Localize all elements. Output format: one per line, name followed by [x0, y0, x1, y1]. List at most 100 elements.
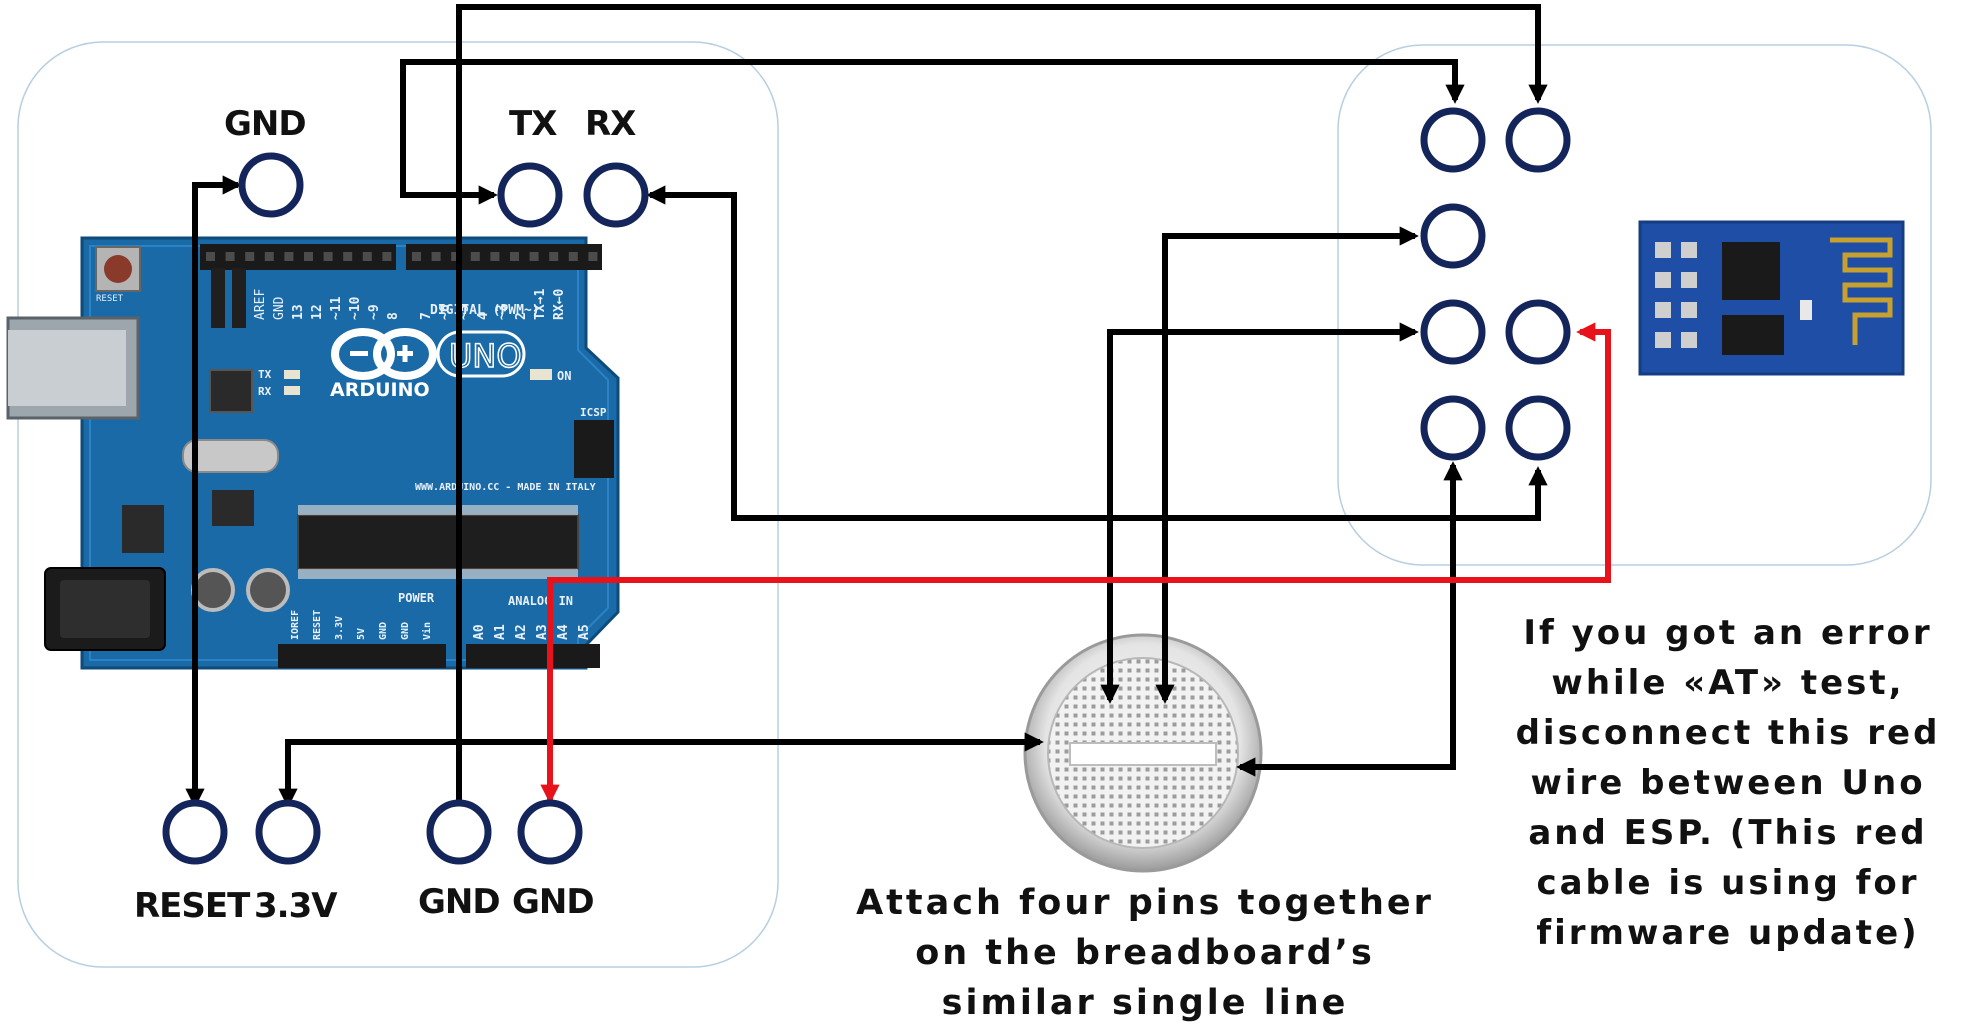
board-power-pin-label: IOREF — [290, 610, 301, 640]
esp-header-pin — [1655, 302, 1671, 318]
board-rx-led-label: RX — [258, 385, 272, 398]
board-digital-pin-label: 7 — [419, 312, 434, 320]
board-tx-led-label: TX — [258, 368, 272, 381]
board-brand-label: ARDUINO — [330, 379, 430, 401]
esp-pin-5 — [1505, 299, 1571, 365]
uno-pin-rx — [583, 162, 649, 228]
header-pin-hole — [206, 252, 215, 261]
header-pin-hole — [412, 252, 421, 261]
header-pin-hole — [529, 252, 539, 261]
header-pin-hole — [568, 252, 578, 261]
uno-reset-label: RESET — [134, 886, 250, 926]
board-digital-pin-label: TX→1 — [533, 289, 548, 320]
header-pin-hole — [343, 252, 353, 261]
board-power-pin-label: RESET — [312, 610, 323, 640]
esp-header-pin — [1681, 272, 1697, 288]
board-on-label: ON — [557, 369, 571, 383]
header-pin-hole — [225, 252, 235, 261]
esp-header-pin — [1681, 332, 1697, 348]
header-pin-hole — [264, 252, 274, 261]
esp-antenna — [1830, 237, 1893, 345]
uno-pin-gnd-bottom-2 — [517, 799, 583, 865]
header-pin-hole — [284, 252, 294, 261]
usb-chip — [209, 369, 253, 413]
uno-pin-tx — [497, 162, 563, 228]
wires — [185, 4, 1611, 808]
breadboard-channel — [1069, 742, 1217, 766]
esp-header-pin — [1655, 272, 1671, 288]
uno-pin-3v3 — [255, 799, 321, 865]
header-pin-hole — [490, 252, 500, 261]
uno-pin-reset — [162, 799, 228, 865]
header-pin-hole — [588, 252, 598, 261]
board-digital-pin-label: 13 — [291, 304, 306, 320]
wire-gnd-to-esp — [456, 4, 1548, 804]
capacitor — [246, 568, 290, 612]
board-website-label: WWW.ARDUINO.CC - MADE IN ITALY — [415, 482, 596, 493]
uno-rx-label: RX — [585, 104, 636, 144]
esp-pin-4 — [1420, 299, 1486, 365]
esp-header-pin — [1655, 242, 1671, 258]
board-analog-pin-label: A1 — [493, 624, 508, 640]
uno-tx-label: TX — [509, 104, 557, 144]
board-aref-label: AREF — [253, 289, 268, 320]
esp-pin-1 — [1420, 107, 1486, 173]
board-digital-label: DIGITAL (PWM~) — [430, 303, 540, 318]
error-note-line: cable is using for — [1536, 863, 1920, 903]
board-digital-pin-label: ~6 — [438, 304, 453, 320]
uno-pin-gnd-bottom-1 — [426, 799, 492, 865]
board-analog-pin-label: A2 — [514, 624, 529, 640]
esp-pin-6 — [1420, 395, 1486, 461]
board-icsp-label: ICSP — [580, 406, 607, 419]
uno-gnd-top-label: GND — [224, 104, 307, 144]
esp-header-pin — [1655, 332, 1671, 348]
board-digital-pin-label: ~10 — [348, 296, 363, 320]
header-pin-hole — [382, 252, 392, 261]
uno-pin-gnd-top — [238, 152, 304, 218]
board-power-pin-label: GND — [378, 622, 389, 640]
board-digital-pin-label: 2 — [514, 312, 529, 320]
header-pin-hole — [451, 252, 461, 261]
wire-esp-tx-to-uno-tx — [400, 59, 1465, 205]
esp-pin-3 — [1420, 203, 1486, 269]
capacitor — [191, 568, 235, 612]
uno-3v3-label: 3.3V — [254, 886, 338, 926]
uno-badge — [436, 330, 526, 378]
header-pin-hole — [431, 252, 441, 261]
header-pin-hole — [362, 252, 372, 261]
board-power-pin-label: 3.3V — [334, 616, 345, 640]
board-digital-pin-label: 12 — [310, 304, 325, 320]
board-digital-pin-label: 8 — [386, 312, 401, 320]
analog-header — [466, 644, 600, 668]
error-note-line: disconnect this red — [1515, 713, 1941, 753]
board-power-pin-label: Vin — [421, 622, 433, 640]
breadboard — [1023, 633, 1263, 873]
esp-header-pin — [1681, 242, 1697, 258]
board-digital-pin-label: ~3 — [495, 304, 510, 320]
power-header — [278, 644, 446, 668]
error-note: If you got an error while «AT» test, dis… — [1488, 608, 1968, 958]
wire-reset-to-gnd — [185, 175, 242, 808]
board-power-label: POWER — [398, 591, 435, 605]
board-power-pin-label: 5V — [356, 628, 367, 640]
header-pin-hole — [549, 252, 559, 261]
header-pin-hole — [323, 252, 333, 261]
wire-3v3-to-breadboard — [278, 732, 1044, 808]
header-pin-hole — [470, 252, 480, 261]
red-wire-gnd-to-esp — [540, 322, 1611, 804]
board-digital-pin-label: 4 — [476, 312, 491, 320]
board-digital-pin-label: ~9 — [367, 304, 382, 320]
board-analog-label: ANALOG IN — [508, 594, 573, 608]
board-analog-pin-label: A0 — [472, 624, 487, 640]
uno-gnd-bottom-1-label: GND — [418, 882, 501, 922]
breadboard-note: Attach four pins together on the breadbo… — [835, 878, 1455, 1028]
atmega328-chip — [297, 514, 579, 570]
board-analog-pin-label: A5 — [577, 624, 592, 640]
esp-header-pin — [1681, 302, 1697, 318]
error-note-line: wire between Uno — [1530, 763, 1926, 803]
header-pin-hole — [510, 252, 519, 261]
board-gnd-label: GND — [272, 296, 287, 320]
board-digital-pin-label: RX←0 — [552, 289, 567, 320]
